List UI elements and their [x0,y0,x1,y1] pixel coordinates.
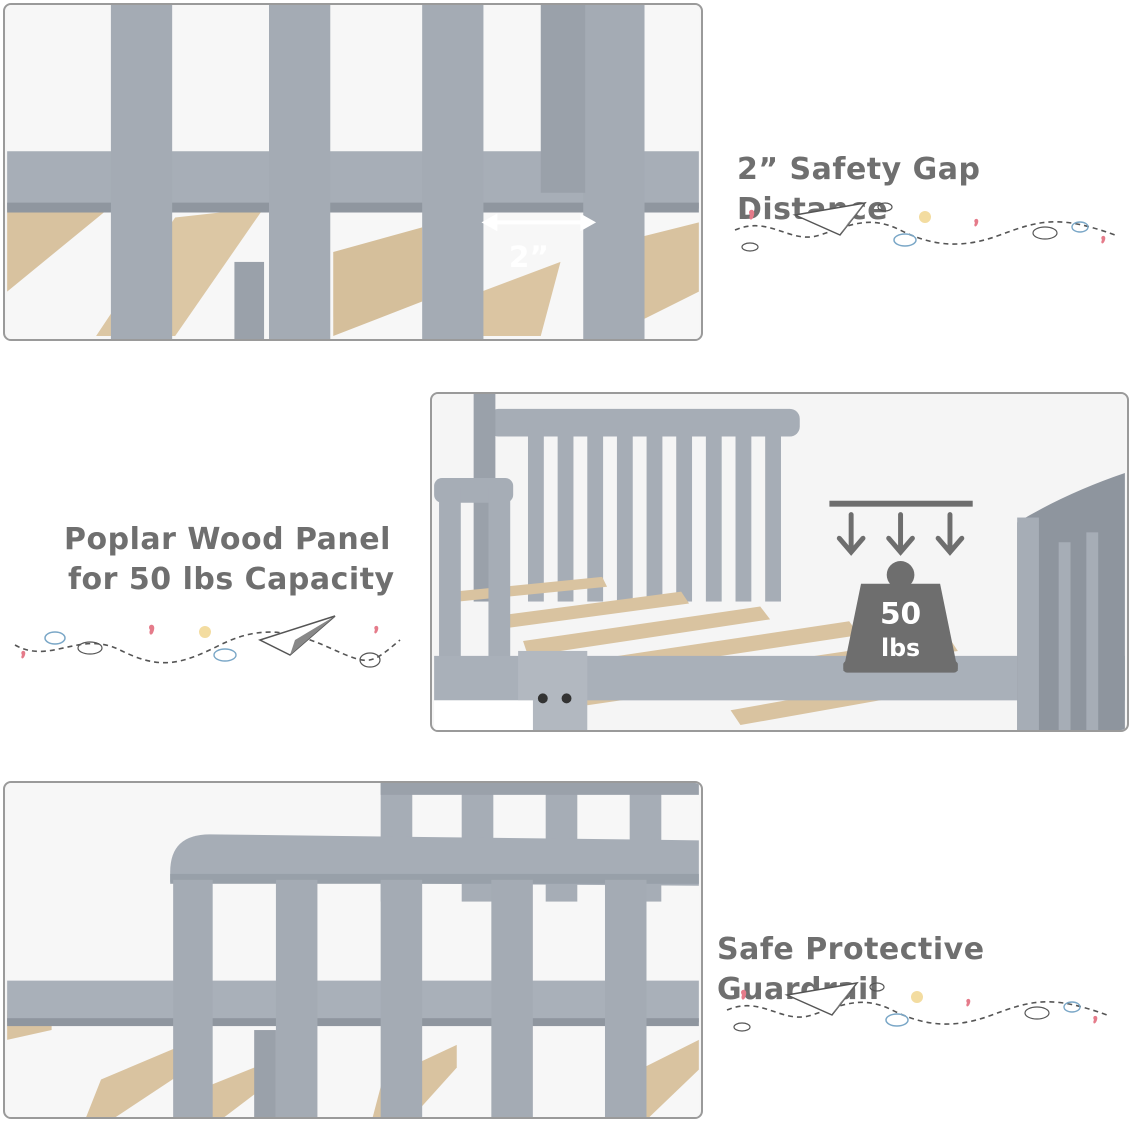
weight-unit: lbs [881,634,920,662]
weight-value: 50 [880,595,921,630]
wood-panel-title-line2: for 50 lbs Capacity [68,562,395,597]
paper-plane-doodle-3 [726,981,1108,1032]
safety-gap-title: 2” Safety Gap Distance [737,152,981,227]
guardrail-photo [3,781,703,1119]
paper-plane-doodle [734,201,1116,252]
paper-plane-doodle-2 [14,615,401,668]
weight-badge: 50 lbs [843,561,958,673]
wood-panel-title-line1: Poplar Wood Panel [64,522,391,557]
wood-panel-illustration: 50 lbs [434,394,1125,730]
guardrail-illustration [7,783,699,1117]
safety-gap-illustration: 2” [7,5,699,339]
wood-panel-photo: 50 lbs [430,392,1129,732]
safety-gap-photo: 2” [3,3,703,341]
gap-dimension-label: 2” [509,239,549,274]
